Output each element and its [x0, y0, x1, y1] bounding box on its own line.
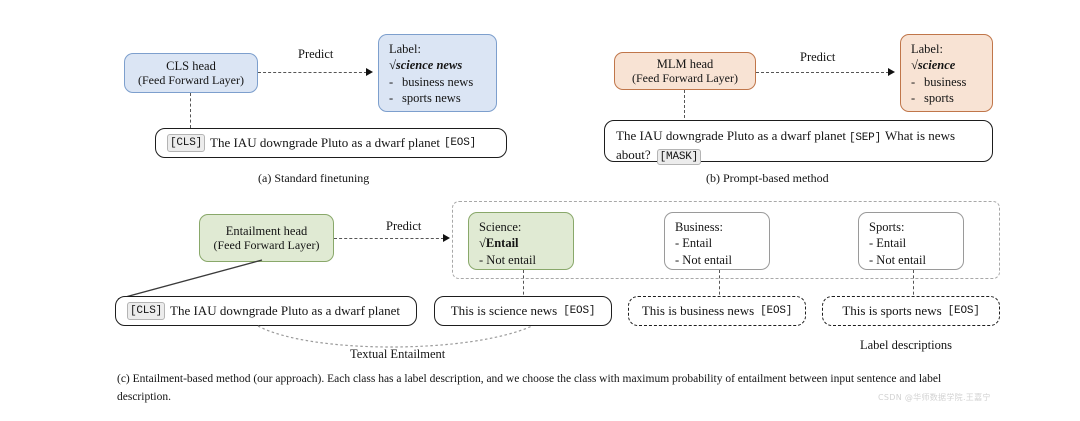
description-box-business: This is business news [EOS] — [628, 296, 806, 326]
description-text-science: This is science news — [450, 303, 558, 319]
cls-head-title: CLS head — [166, 58, 216, 73]
class-box-science-other: - Not entail — [479, 252, 536, 267]
textual-entailment-label: Textual Entailment — [350, 347, 446, 361]
class-box-business: Business: - Entail - Not entail — [664, 212, 770, 270]
label-box-b-checked: √science — [911, 58, 956, 73]
predict-arrow-line-c — [334, 238, 444, 239]
check-icon: √ — [911, 58, 918, 73]
predict-label-a: Predict — [298, 47, 334, 61]
predict-arrow-line-b — [756, 72, 889, 73]
label-box-b-option-1: -sports — [911, 90, 954, 105]
class-box-science: Science: √Entail - Not entail — [468, 212, 574, 270]
label-box-b-option-0: -business — [911, 74, 967, 89]
description-box-sports: This is sports news [EOS] — [822, 296, 1000, 326]
predict-arrow-line-a — [258, 72, 367, 73]
predict-arrow-head-a — [366, 68, 373, 76]
dash-bullet-icon: - — [389, 90, 394, 105]
eos-token-a: [EOS] — [443, 136, 476, 149]
business-class-to-description-connector — [719, 270, 720, 300]
class-box-science-checked: √Entail — [479, 236, 519, 251]
science-class-to-description-connector — [523, 270, 524, 300]
cls-head-to-sentence-connector — [190, 93, 191, 128]
description-text-sports: This is sports news — [842, 303, 942, 319]
label-box-b: Label: √science -business -sports — [900, 34, 993, 112]
entailment-head-subtitle: (Feed Forward Layer) — [213, 238, 320, 253]
entailment-head-node: Entailment head (Feed Forward Layer) — [199, 214, 334, 262]
input-sentence-text-b: The IAU downgrade Pluto as a dwarf plane… — [616, 128, 846, 143]
class-box-business-title: Business: — [675, 220, 723, 234]
eos-token-business: [EOS] — [760, 304, 793, 317]
mlm-head-title: MLM head — [656, 56, 714, 71]
label-box-a-title: Label: — [389, 42, 421, 56]
mlm-head-to-sentence-connector — [684, 90, 685, 123]
cls-token-a: [CLS] — [167, 133, 206, 153]
caption-a: (a) Standard finetuning — [258, 171, 370, 185]
label-box-b-title: Label: — [911, 42, 943, 56]
sep-token-b: [SEP] — [848, 132, 881, 144]
caption-b: (b) Prompt-based method — [706, 171, 829, 185]
label-box-a: Label: √science news -business news -spo… — [378, 34, 497, 112]
class-boxes-group — [452, 201, 1000, 279]
predict-label-c: Predict — [386, 219, 422, 233]
class-box-business-other: - Not entail — [675, 252, 732, 267]
input-sentence-text-a: The IAU downgrade Pluto as a dwarf plane… — [210, 135, 440, 151]
mlm-head-node: MLM head (Feed Forward Layer) — [614, 52, 756, 90]
class-box-science-title: Science: — [479, 220, 522, 234]
caption-c: (c) Entailment-based method (our approac… — [117, 373, 942, 403]
dash-bullet-icon: - — [911, 90, 916, 105]
description-box-science: This is science news [EOS] — [434, 296, 612, 326]
input-sentence-box-b: The IAU downgrade Pluto as a dwarf plane… — [604, 120, 993, 165]
cls-token-c: [CLS] — [127, 301, 166, 321]
eos-token-sports: [EOS] — [947, 304, 980, 317]
entailment-head-title: Entailment head — [225, 223, 308, 238]
class-box-sports-title: Sports: — [869, 220, 905, 234]
mask-token-b: [MASK] — [656, 148, 702, 165]
dash-bullet-icon: - — [911, 74, 916, 89]
description-text-business: This is business news — [641, 303, 755, 319]
label-descriptions-label: Label descriptions — [860, 338, 952, 352]
input-sentence-text-c: The IAU downgrade Pluto as a dwarf plane… — [170, 303, 400, 319]
prompt-text-b: What is news about? — [616, 128, 956, 162]
eos-token-science: [EOS] — [563, 304, 596, 317]
class-box-sports: Sports: - Entail - Not entail — [858, 212, 964, 270]
cls-head-node: CLS head (Feed Forward Layer) — [124, 53, 258, 93]
label-box-a-option-1: -sports news — [389, 90, 461, 105]
label-box-a-option-0: -business news — [389, 74, 474, 89]
mlm-head-subtitle: (Feed Forward Layer) — [632, 71, 738, 86]
dash-bullet-icon: - — [389, 74, 394, 89]
sports-class-to-description-connector — [913, 270, 914, 300]
check-icon: √ — [479, 236, 486, 251]
input-sentence-box-c: [CLS] The IAU downgrade Pluto as a dwarf… — [115, 296, 417, 326]
entailment-head-to-input-line — [117, 259, 263, 300]
input-sentence-box-a: [CLS] The IAU downgrade Pluto as a dwarf… — [155, 128, 507, 158]
predict-arrow-head-c — [443, 234, 450, 242]
predict-label-b: Predict — [800, 50, 836, 64]
class-box-business-first: - Entail — [675, 236, 713, 251]
textual-entailment-curve — [257, 325, 533, 348]
class-box-sports-first: - Entail — [869, 236, 907, 251]
label-box-a-checked: √science news — [389, 58, 463, 73]
cls-head-subtitle: (Feed Forward Layer) — [138, 73, 244, 88]
check-icon: √ — [389, 58, 396, 73]
predict-arrow-head-b — [888, 68, 895, 76]
watermark: CSDN @华师数据学院.王嘉宁 — [878, 393, 991, 402]
class-box-sports-other: - Not entail — [869, 252, 926, 267]
